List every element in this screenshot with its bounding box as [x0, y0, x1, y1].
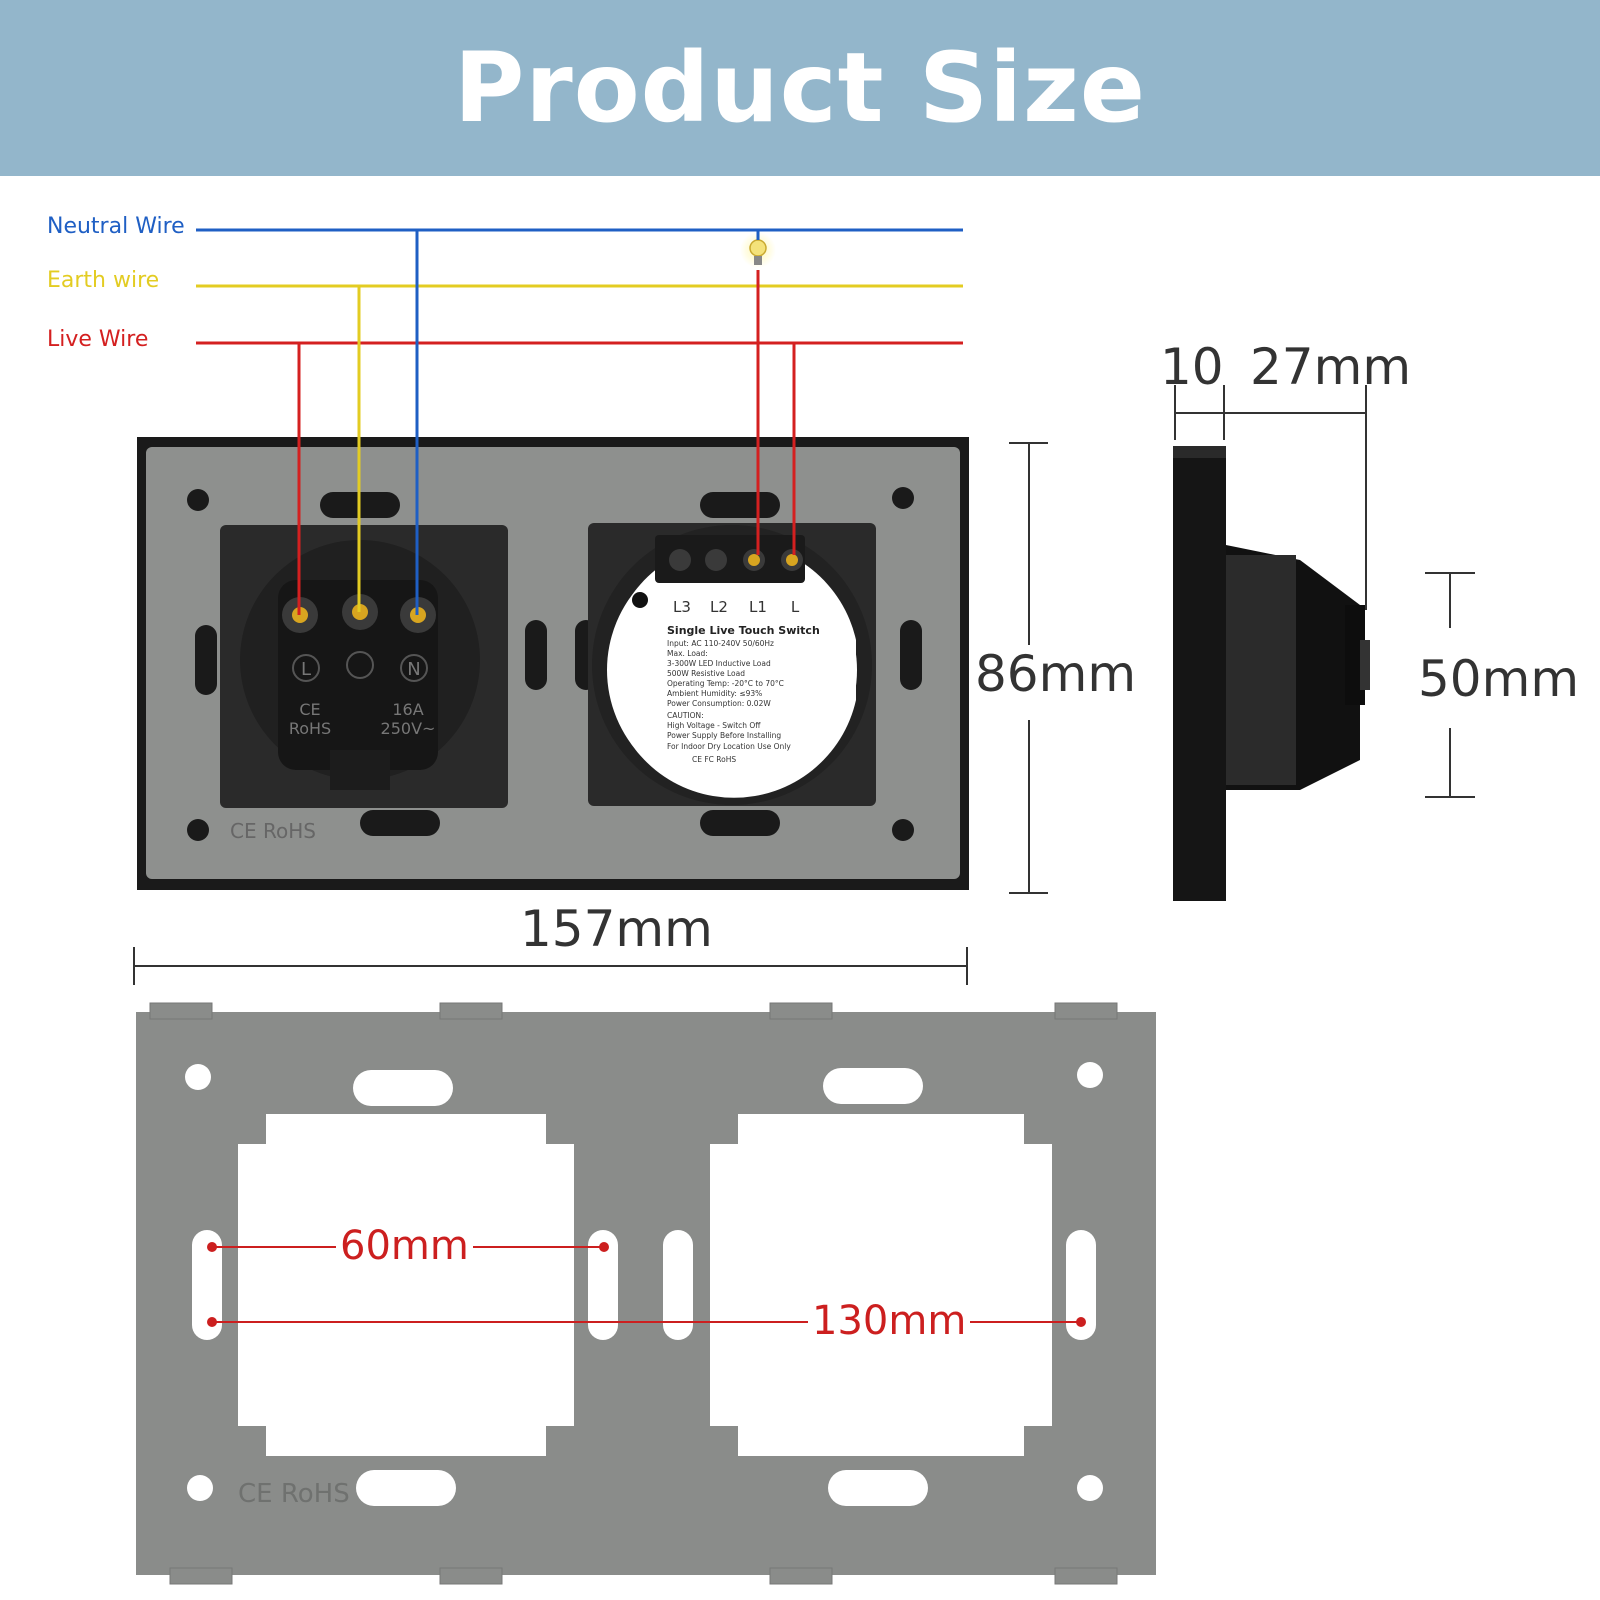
- switch-terminal-L1: L1: [749, 598, 767, 616]
- socket-mark: CE: [299, 700, 320, 719]
- spec-line: Input: AC 110-240V 50/60Hz: [667, 639, 774, 648]
- mount-slot: [700, 492, 780, 518]
- mount-hole: [892, 487, 914, 509]
- module-height-label: 50mm: [1418, 650, 1580, 708]
- spec-line: 500W Resistive Load: [667, 669, 745, 678]
- spec-line: Ambient Humidity: ≤93%: [667, 689, 762, 698]
- side-view: [1173, 446, 1370, 901]
- mount-slot: [823, 1068, 923, 1104]
- switch-module: L3 L2 L1 L Single Live Touch Switch Inpu…: [588, 523, 876, 806]
- spec-line: Operating Temp: -20°C to 70°C: [667, 679, 784, 688]
- socket-terminal-L: L: [301, 659, 311, 680]
- neutral-wire-label: Neutral Wire: [47, 214, 185, 239]
- spec-line: Power Supply Before Installing: [667, 731, 781, 740]
- switch-terminal-L2: L2: [710, 598, 728, 616]
- frame-mark: CE RoHS: [238, 1479, 350, 1509]
- spec-line: CE FC RoHS: [692, 755, 736, 764]
- mount-hole: [187, 819, 209, 841]
- mount-slot: [353, 1070, 453, 1106]
- side-slot: [192, 1230, 222, 1340]
- socket-mark: 16A: [392, 700, 423, 719]
- width-label: 157mm: [520, 900, 713, 958]
- spec-line: Max. Load:: [667, 649, 708, 658]
- socket-mark: RoHS: [289, 719, 331, 738]
- side-slot: [1066, 1230, 1096, 1340]
- module-height-dimension: [1425, 572, 1475, 798]
- socket-module: L N CE RoHS 16A 250V~: [220, 525, 508, 808]
- live-wire-label: Live Wire: [47, 327, 149, 352]
- switch-terminal-L: L: [791, 598, 800, 616]
- height-label: 86mm: [975, 645, 1137, 703]
- earth-wire-label: Earth wire: [47, 268, 160, 293]
- side-slot: [525, 620, 547, 690]
- switch-terminal-L3: L3: [673, 598, 691, 616]
- back-panel: L N CE RoHS 16A 250V~ L3 L2 L1 L Single …: [137, 437, 969, 890]
- side-slot: [900, 620, 922, 690]
- side-slot: [195, 625, 217, 695]
- spec-line: High Voltage - Switch Off: [667, 721, 761, 730]
- spec-line: For Indoor Dry Location Use Only: [667, 742, 791, 751]
- depth-front-label: 10: [1160, 338, 1224, 396]
- page-title: Product Size: [454, 32, 1146, 144]
- header-banner: [0, 0, 1600, 176]
- mount-slot: [356, 1470, 456, 1506]
- depth-total-label: 27mm: [1250, 338, 1412, 396]
- socket-terminal-N: N: [407, 659, 420, 680]
- mount-hole: [892, 819, 914, 841]
- frame-window-left: [238, 1114, 574, 1456]
- width-dimension: [133, 947, 968, 985]
- mount-hole: [1077, 1062, 1103, 1088]
- switch-title: Single Live Touch Switch: [667, 624, 820, 637]
- frame-mark: CE RoHS: [230, 819, 316, 843]
- height-dimension: [1009, 442, 1048, 894]
- mount-hole: [187, 1475, 213, 1501]
- mounting-frame: CE RoHS: [136, 1002, 1156, 1585]
- spec-line: 3-300W LED Inductive Load: [667, 659, 771, 668]
- mount-slot: [360, 810, 440, 836]
- mount-hole: [185, 1064, 211, 1090]
- wiring: [196, 228, 963, 615]
- spec-line: CAUTION:: [667, 711, 704, 720]
- mount-slot: [828, 1470, 928, 1506]
- side-slot: [588, 1230, 618, 1340]
- frame-window-right: [710, 1114, 1052, 1456]
- socket-mark: 250V~: [381, 719, 436, 738]
- mount-hole: [187, 489, 209, 511]
- side-slot: [663, 1230, 693, 1340]
- side-faceplate: [1173, 446, 1226, 901]
- spec-line: Power Consumption: 0.02W: [667, 699, 771, 708]
- bulb-icon: [740, 230, 776, 268]
- outer-spacing-label: 130mm: [808, 1298, 971, 1344]
- mount-slot: [700, 810, 780, 836]
- mount-hole: [1077, 1475, 1103, 1501]
- inner-spacing-label: 60mm: [336, 1223, 473, 1269]
- depth-dimension: [1174, 385, 1367, 610]
